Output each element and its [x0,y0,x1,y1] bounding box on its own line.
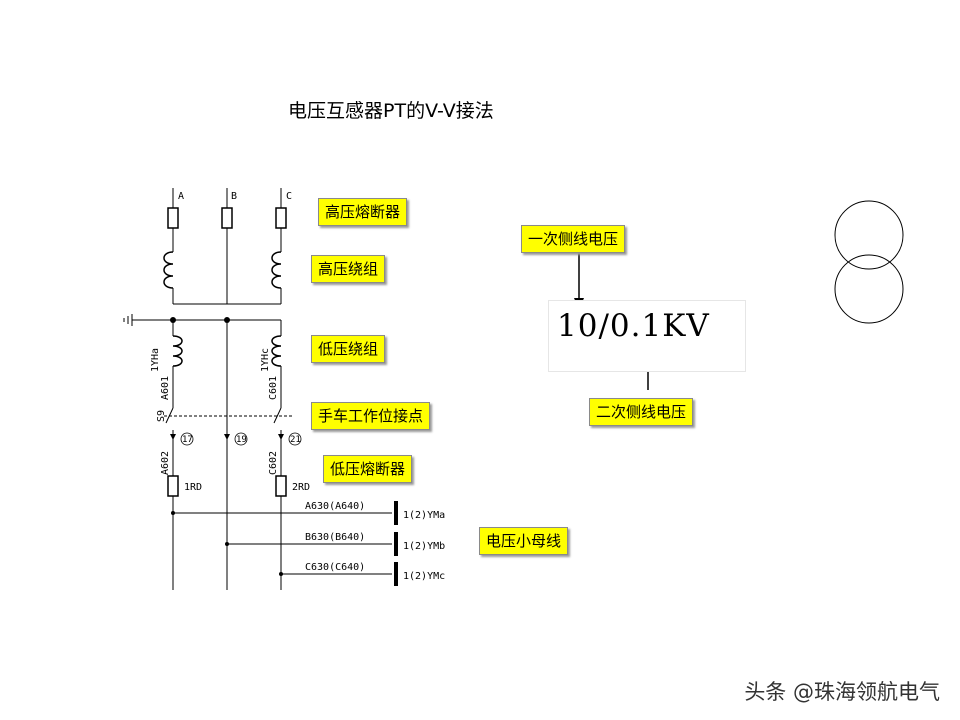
voltage-ratio: 10/0.1KV [557,308,710,344]
hv-fuse-a [167,207,179,229]
fuse-2rd-label: 2RD [292,482,310,493]
phase-a-label: A [178,191,184,202]
terminal-17: 17 [182,435,193,445]
bus-wire-b-label: B630(B640) [305,532,365,543]
watermark: 头条 @珠海领航电气 [744,680,940,704]
bus-label-b: 1(2)YMb [403,541,445,552]
callout-secondary-voltage: 二次侧线电压 [589,398,694,426]
switch-label: S9 [156,410,167,422]
transformer-upper-circle [834,200,904,270]
lv-winding-a [172,335,183,367]
wire-c602-label: C602 [268,451,279,475]
bus-label-a: 1(2)YMa [403,510,445,521]
phase-b-label: B [231,191,237,202]
terminal-21: 21 [290,435,301,445]
bus-label-c: 1(2)YMc [403,571,445,582]
callout-hv-fuse: 高压熔断器 [318,198,408,226]
callout-lv-fuse: 低压熔断器 [323,455,413,483]
winding-a-label: 1YHa [150,348,161,372]
ratio-frame [548,300,746,372]
lv-fuse-2 [275,475,287,497]
hv-winding-ab [163,251,174,289]
wire-c601-label: C601 [268,376,279,400]
hv-fuse-b [221,207,233,229]
callout-voltage-bus: 电压小母线 [479,527,569,555]
wire-a601-label: A601 [160,376,171,400]
callout-lv-winding: 低压绕组 [311,335,386,363]
wire-a602-label: A602 [160,451,171,475]
hv-fuse-c [275,207,287,229]
callout-hv-winding: 高压绕组 [311,255,386,283]
bus-wire-c-label: C630(C640) [305,562,365,573]
callout-primary-voltage: 一次侧线电压 [521,225,626,253]
callout-cart-contact: 手车工作位接点 [311,402,431,430]
fuse-1rd-label: 1RD [184,482,202,493]
phase-c-label: C [286,191,292,202]
transformer-lower-circle [834,254,904,324]
winding-c-label: 1YHc [260,348,271,372]
diagram-title: 电压互感器PT的V-V接法 [288,100,494,122]
terminal-19: 19 [236,435,247,445]
lv-fuse-1 [167,475,179,497]
lv-winding-c [271,335,282,367]
bus-wire-a-label: A630(A640) [305,501,365,512]
hv-winding-bc [271,251,282,289]
